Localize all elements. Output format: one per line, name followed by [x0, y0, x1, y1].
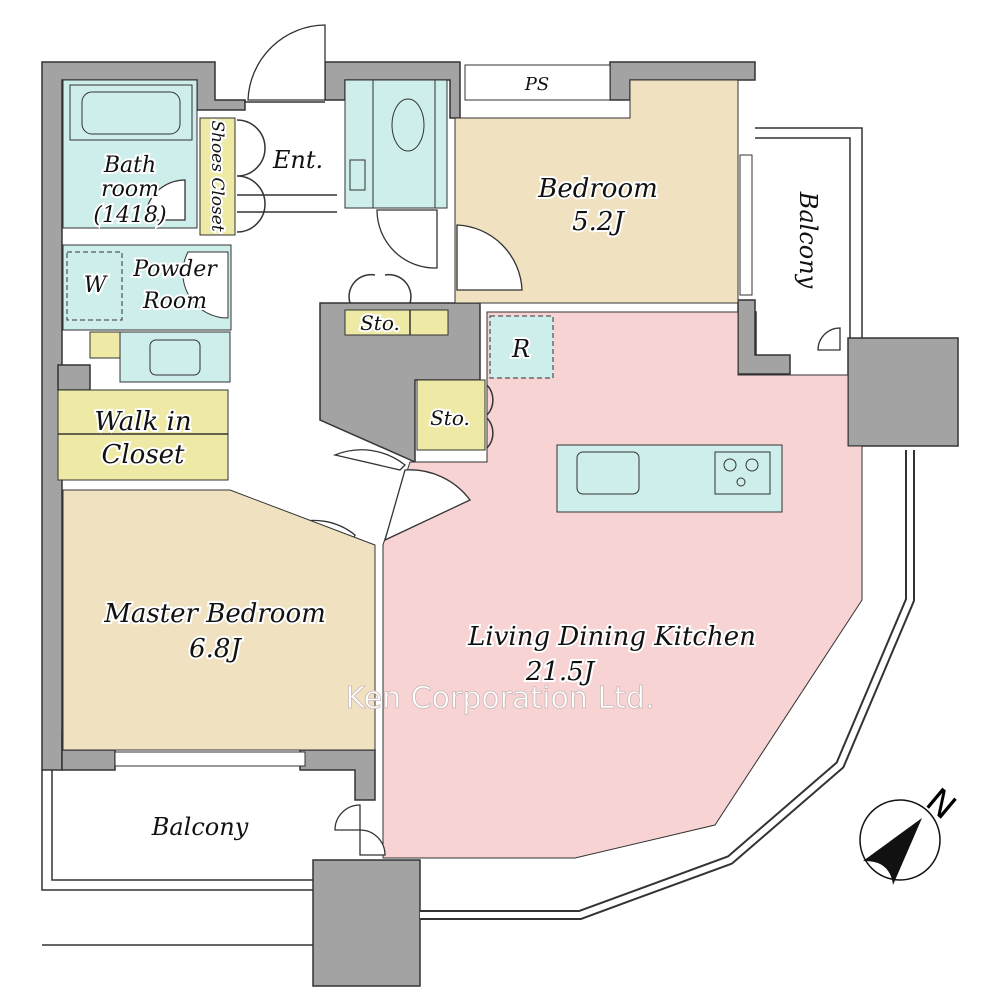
shoes-closet-label: Shoes Closet — [207, 120, 227, 231]
column-bottom — [312, 859, 421, 987]
pipe-space: PS — [464, 64, 611, 101]
ldk-size: 21.5J — [525, 657, 596, 687]
bath-label-3: (1418) — [93, 203, 166, 228]
master-bedroom: Master Bedroom 6.8J — [62, 489, 376, 767]
sink-icon — [149, 339, 201, 376]
window-wall-curve — [420, 450, 915, 920]
powder-label-2: Room — [142, 289, 207, 314]
master-size: 6.8J — [189, 634, 242, 664]
fridge-space — [489, 315, 554, 379]
toilet-icon — [391, 98, 425, 152]
living-dining-kitchen: R Living Dining Kitchen 21.5J — [382, 311, 863, 859]
stove-icon — [714, 451, 771, 495]
balcony-right: Balcony — [739, 127, 863, 351]
toilet — [344, 79, 448, 269]
ldk-name: Living Dining Kitchen — [467, 622, 756, 652]
walk-in-closet: Walk in Closet — [57, 389, 229, 481]
watermark: Ken Corporation Ltd. — [346, 681, 655, 716]
entrance-label: Ent. — [272, 146, 323, 174]
compass: N — [859, 781, 963, 885]
balcony-bottom-label: Balcony — [151, 813, 249, 841]
walk-in-label-1: Walk in — [94, 407, 191, 437]
entrance: Ent. — [237, 24, 337, 213]
storage-2-label: Sto. — [430, 406, 470, 430]
bedroom-size: 5.2J — [572, 207, 625, 237]
storage-1-label: Sto. — [360, 311, 400, 335]
bathtub-icon — [69, 84, 193, 141]
powder-label-1: Powder — [132, 257, 218, 282]
storage: Sto. Sto. — [344, 273, 494, 451]
kitchen-sink-icon — [576, 451, 640, 495]
balcony-right-label: Balcony — [794, 191, 822, 289]
entrance-door[interactable] — [247, 24, 326, 101]
bath-label-2: room — [101, 177, 159, 202]
master-name: Master Bedroom — [103, 599, 326, 629]
bedroom-name: Bedroom — [537, 174, 658, 204]
bedroom-door[interactable] — [456, 224, 523, 291]
fridge-label: R — [511, 335, 530, 363]
walk-in-label-2: Closet — [101, 440, 185, 470]
balcony-bottom: Balcony — [41, 770, 386, 946]
washer-space — [66, 251, 123, 321]
bath-label-1: Bath — [103, 153, 156, 178]
powder-room: W Powder Room — [62, 244, 232, 383]
north-arrow-icon — [863, 818, 922, 885]
bedroom: Bedroom 5.2J — [454, 79, 739, 304]
kitchen-counter — [556, 444, 783, 513]
shoes-closet: Shoes Closet — [199, 117, 266, 236]
column-right — [847, 337, 959, 447]
bathroom: Bath room (1418) — [62, 79, 198, 230]
ps-label: PS — [524, 74, 549, 95]
washer-label: W — [84, 273, 109, 298]
